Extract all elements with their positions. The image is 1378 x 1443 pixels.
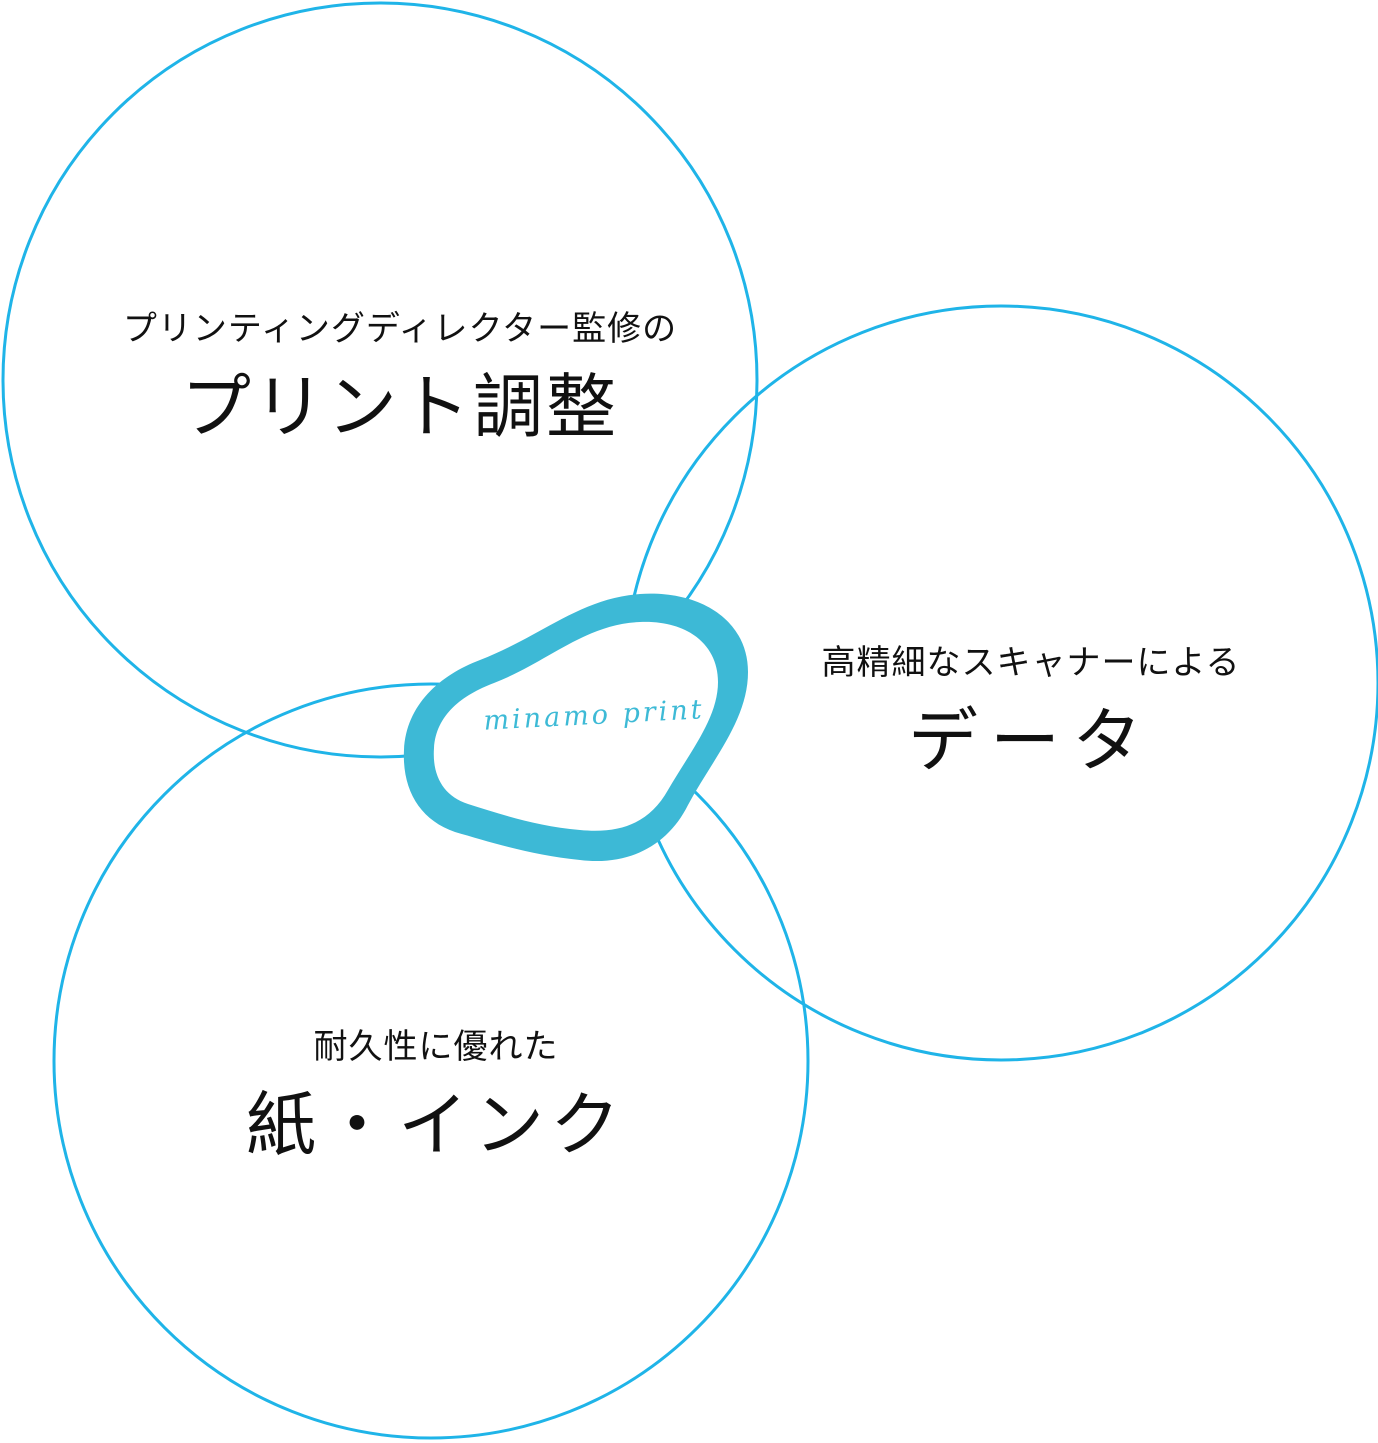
title-data: データ	[907, 700, 1154, 782]
circle-print-adjustment	[1, 1, 759, 759]
subtitle-paper-ink: 耐久性に優れた	[313, 1027, 559, 1067]
subtitle-print-adjustment: プリンティングディレクター監修の	[122, 309, 678, 349]
logo-blob-icon	[403, 593, 748, 862]
circle-paper-ink	[52, 682, 810, 1440]
label-print-adjustment: プリンティングディレクター監修の プリント調整	[123, 312, 677, 442]
title-print-adjustment: プリント調整	[180, 366, 619, 448]
label-data: 高精細なスキャナーによる データ	[822, 646, 1241, 776]
label-paper-ink: 耐久性に優れた 紙・インク	[246, 1030, 626, 1160]
subtitle-data: 高精細なスキャナーによる	[821, 643, 1241, 683]
title-paper-ink: 紙・インク	[246, 1084, 626, 1166]
